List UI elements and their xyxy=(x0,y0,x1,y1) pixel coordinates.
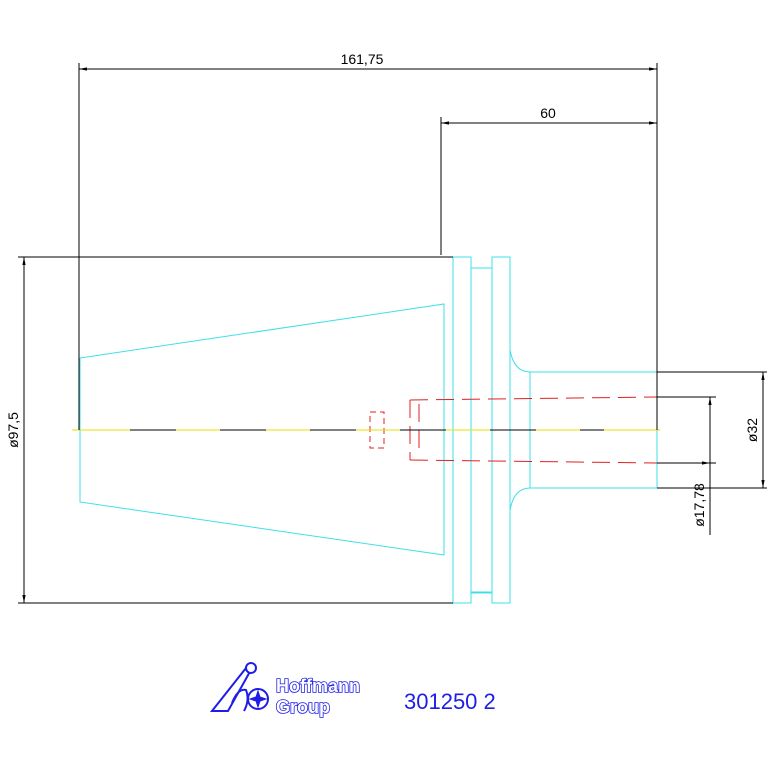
logo-mark-icon xyxy=(209,662,269,712)
dim-shank-length xyxy=(440,117,657,255)
dim-overall-length-label: 161,75 xyxy=(341,51,384,67)
dim-flange-diameter-label: ø97,5 xyxy=(5,412,21,448)
neck-fillet-top xyxy=(509,349,531,373)
dim-bore-diameter-label: ø17,78 xyxy=(691,483,707,527)
dim-shank-diameter-label: ø32 xyxy=(744,418,760,442)
logo-line-1: Hoffmann xyxy=(276,676,360,696)
dim-bore-diameter xyxy=(657,396,716,535)
dim-overall-length xyxy=(78,63,658,430)
neck-fillet-bottom xyxy=(509,487,531,511)
dim-flange-diameter xyxy=(18,256,453,604)
hoffmann-group-logo: Hoffmann Group xyxy=(209,662,361,718)
logo-line-2: Group xyxy=(276,697,330,717)
dim-shank-diameter xyxy=(657,371,767,489)
dim-shank-length-label: 60 xyxy=(540,105,556,121)
part-number: 301250 2 xyxy=(404,689,496,714)
